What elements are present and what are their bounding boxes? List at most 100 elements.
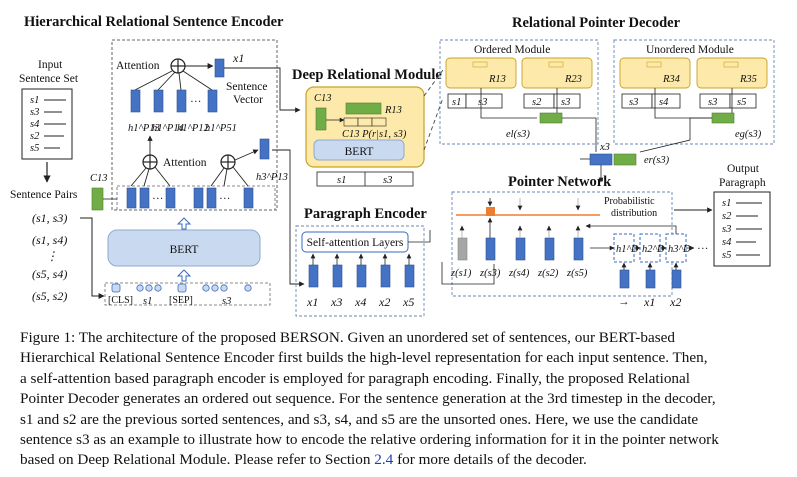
bert-label: BERT bbox=[170, 244, 199, 256]
up-arrow bbox=[176, 269, 192, 282]
decoder-input-vector bbox=[645, 269, 656, 289]
unordered-input: s4 bbox=[659, 97, 669, 108]
probability-peak bbox=[486, 207, 495, 216]
hd-label: h1^D bbox=[616, 244, 639, 255]
prob-label-2: distribution bbox=[611, 208, 657, 219]
output-paragraph: Output Paragraph s1 s2 s3 s4 s5 bbox=[674, 163, 771, 267]
drm-formula: C13 P(r|s1, s3) bbox=[342, 129, 407, 140]
pointer-network-title: Pointer Network bbox=[508, 174, 612, 190]
encoder-title: Hierarchical Relational Sentence Encoder bbox=[24, 14, 284, 30]
encoder-token-attention: Attention h3^P13 bbox=[130, 135, 288, 187]
eg-vector bbox=[711, 112, 735, 124]
self-attention-label: Self-attention Layers bbox=[307, 237, 404, 249]
h-vector bbox=[176, 89, 187, 113]
h-vector bbox=[153, 89, 164, 113]
z-label: z(s3) bbox=[479, 268, 501, 279]
input-sentence: s5 bbox=[30, 143, 39, 154]
drm-bert-block bbox=[313, 139, 405, 161]
drm-input: s3 bbox=[383, 175, 392, 186]
paragraph-encoder-title: Paragraph Encoder bbox=[304, 206, 427, 222]
ordered-relation: R13 bbox=[488, 74, 506, 85]
ordered-input: s1 bbox=[452, 97, 461, 108]
paragraph-vector bbox=[380, 264, 391, 288]
decoder-title: Relational Pointer Decoder bbox=[512, 15, 681, 31]
decoder-input-label: x1 bbox=[643, 295, 655, 309]
input-label: Input bbox=[38, 59, 63, 71]
hd-label: h3^D bbox=[668, 244, 691, 255]
drm-title: Deep Relational Module bbox=[292, 67, 442, 83]
ellipsis: ··· bbox=[219, 193, 231, 205]
decoder-ellipsis: ··· bbox=[697, 243, 709, 255]
ordered-input: s2 bbox=[532, 97, 542, 108]
z-label: z(s4) bbox=[508, 268, 530, 279]
z-vector bbox=[544, 237, 555, 261]
output-label: Output bbox=[727, 163, 760, 175]
caption-line: Hierarchical Relational Sentence Encoder… bbox=[20, 349, 708, 367]
x1-label: x1 bbox=[232, 51, 244, 65]
er-label: er(s3) bbox=[644, 155, 670, 166]
x3-label: x3 bbox=[599, 142, 610, 153]
c13-label: C13 bbox=[90, 173, 108, 184]
drm-input: s1 bbox=[337, 175, 346, 186]
caption-line: a self-attention based paragraph encoder… bbox=[20, 369, 690, 387]
h-vector bbox=[130, 89, 141, 113]
paragraph-input: x2 bbox=[378, 295, 390, 309]
token-vector bbox=[193, 187, 204, 209]
decoder-input-label: → bbox=[618, 296, 630, 308]
token-vectors: C13 ··· ··· bbox=[90, 173, 276, 211]
z-vector bbox=[515, 237, 526, 261]
section-link[interactable]: 2.4 bbox=[374, 451, 394, 469]
figure-caption: Figure 1: The architecture of the propos… bbox=[20, 328, 780, 471]
ordered-module: Ordered Module R13 R23 s1 s3 s2 s3 el(s3… bbox=[439, 39, 599, 152]
token-row bbox=[104, 282, 271, 306]
ordered-relation: R23 bbox=[564, 74, 582, 85]
unordered-module-frame bbox=[613, 39, 775, 145]
el-label: el(s3) bbox=[506, 129, 530, 140]
paragraph-vector bbox=[332, 264, 343, 288]
encoder-top-attention: Attention x1 Sentence Vector ··· h1^P13 … bbox=[116, 51, 268, 134]
sentence-pair: (s1, s4) bbox=[32, 233, 67, 247]
caption-line: s1 and s2 are the previous sorted senten… bbox=[20, 410, 699, 428]
encoder-bert-block bbox=[107, 229, 261, 267]
token-s1: s1 bbox=[143, 296, 152, 307]
sentence-pair: (s5, s2) bbox=[32, 289, 67, 303]
h-label: h1^P12 bbox=[177, 123, 210, 134]
paragraph-input: x4 bbox=[354, 295, 366, 309]
relational-enhanced-representation: x3 er(s3) bbox=[580, 142, 670, 183]
ordered-input: s3 bbox=[561, 97, 570, 108]
unordered-relation: R35 bbox=[739, 74, 757, 85]
z-label: z(s5) bbox=[566, 268, 588, 279]
eg-label: eg(s3) bbox=[735, 129, 762, 140]
caption-prefix: based on Deep Relational Module. Please … bbox=[20, 451, 375, 469]
decoder-input-vector bbox=[671, 269, 682, 289]
paragraph-encoder: Self-attention Layers x1 x3 x4 x2 x5 bbox=[295, 225, 431, 317]
ellipsis: ··· bbox=[152, 193, 164, 205]
sentence-vector-label: Sentence bbox=[226, 81, 268, 93]
encoder-to-z-connector bbox=[441, 262, 495, 285]
input-sentence: s1 bbox=[30, 95, 39, 106]
output-sentence: s5 bbox=[722, 250, 731, 261]
drm-r13-vector bbox=[345, 102, 382, 115]
ordered-input: s3 bbox=[478, 97, 487, 108]
decoder-input-vector bbox=[619, 269, 630, 289]
z-label: z(s1) bbox=[450, 268, 472, 279]
attention-label: Attention bbox=[163, 157, 207, 169]
architecture-diagram: Hierarchical Relational Sentence Encoder… bbox=[10, 14, 775, 317]
h-label: h1^P14 bbox=[152, 123, 185, 134]
input-label-2: Sentence Set bbox=[19, 73, 79, 85]
unordered-module-label: Unordered Module bbox=[646, 44, 734, 56]
h-label: h1^P13 bbox=[128, 123, 160, 134]
paragraph-vector bbox=[356, 264, 367, 288]
sentence-vector-label-2: Vector bbox=[233, 94, 263, 106]
drm-r13: R13 bbox=[384, 105, 402, 116]
token-vector bbox=[165, 187, 176, 209]
hd-label: h2^D bbox=[642, 244, 665, 255]
pointer-network: Probabilistic distribution z(s1) z(s3) z… bbox=[441, 191, 709, 309]
paragraph-input: x3 bbox=[330, 295, 342, 309]
token-s3: s3 bbox=[222, 296, 231, 307]
input-sentence: s3 bbox=[30, 107, 39, 118]
drm-c13-vector bbox=[315, 107, 327, 131]
er-vector bbox=[613, 153, 637, 166]
z-vector bbox=[457, 237, 468, 261]
paragraph-vector bbox=[308, 264, 319, 288]
